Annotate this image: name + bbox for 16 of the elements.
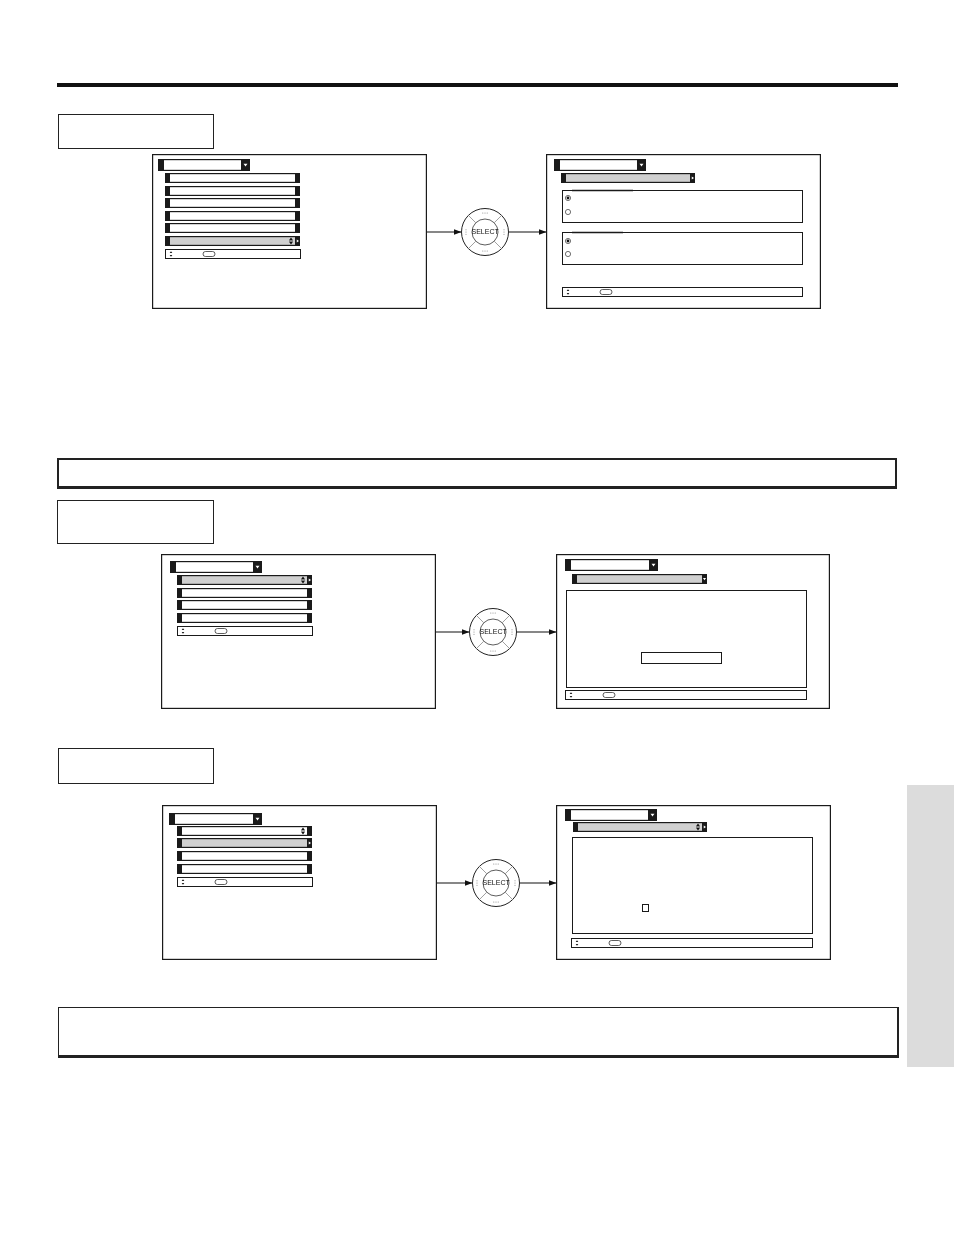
menu-screen [152,154,427,309]
arrow [519,880,557,886]
arrow [436,880,473,886]
select-pad [469,608,517,656]
menu-screen [161,554,436,709]
arrow [426,229,462,235]
select-pad [461,208,509,256]
menu-screen [546,154,821,309]
menu-screen [556,554,830,709]
select-pad [472,859,520,907]
side-tab [907,785,954,1067]
arrow [516,629,557,635]
menu-screen [162,805,437,960]
arrow [435,629,470,635]
menu-screen [556,805,831,960]
arrow [508,229,547,235]
